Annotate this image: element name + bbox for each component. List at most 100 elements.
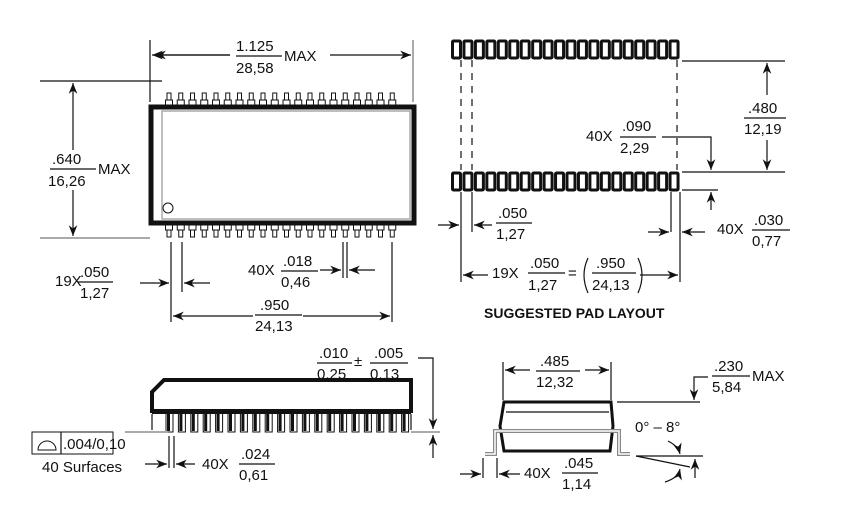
pad: [542, 39, 554, 60]
width-in: .640: [52, 151, 81, 168]
pad: [519, 171, 531, 192]
pad: [588, 39, 600, 60]
standoff-mm: 0,25: [317, 366, 346, 383]
pad-span-mm: 1,27: [528, 277, 557, 294]
pad: [576, 171, 588, 192]
pad: [622, 171, 634, 192]
width-suffix: MAX: [98, 161, 131, 178]
span-mm: 24,13: [255, 318, 293, 335]
width-mm: 16,26: [48, 173, 86, 190]
pitch-in: .050: [80, 264, 109, 281]
pad: [634, 39, 646, 60]
foot-count: 40X: [524, 465, 551, 482]
span-in: .950: [260, 297, 289, 314]
pad-layout-title: SUGGESTED PAD LAYOUT: [484, 305, 665, 321]
lead-width-in: .018: [283, 253, 312, 270]
pad: [611, 171, 623, 192]
pad-span-total-mm: 24,13: [592, 277, 630, 294]
pad-span-equals: =: [568, 265, 577, 282]
coplanarity-frame: [31, 431, 114, 455]
lead: [317, 222, 326, 238]
pad-span-total-in: .950: [596, 255, 625, 272]
pad-width-mm: 0,77: [752, 233, 781, 250]
length-in: 1.125: [236, 38, 274, 55]
pad: [531, 39, 543, 60]
side-lead-width-mm: 0,61: [239, 467, 268, 484]
pad: [473, 39, 485, 60]
pitch-mm: 1,27: [80, 285, 109, 302]
lead: [341, 92, 350, 108]
pad: [599, 39, 611, 60]
pad: [462, 39, 474, 60]
foot-in: .045: [564, 455, 593, 472]
length-mm: 28,58: [236, 60, 274, 77]
pad: [645, 171, 657, 192]
pad-length-in: .090: [622, 118, 651, 135]
pad-pitch-mm: 1,27: [496, 226, 525, 243]
pad-length-count: 40X: [586, 128, 613, 145]
profile-surface-icon: [37, 440, 57, 451]
foot-angle: 0° – 8°: [635, 419, 680, 436]
pad: [576, 39, 588, 60]
lead-width-count: 40X: [248, 262, 275, 279]
pad-width-count: 40X: [717, 221, 744, 238]
pitch-count: 19X: [55, 273, 82, 290]
pad-span-count: 19X: [492, 265, 519, 282]
standoff-plus-minus: ±: [354, 353, 362, 370]
pad-pitch-in: .050: [498, 205, 527, 222]
pad: [565, 39, 577, 60]
pad-length-mm: 2,29: [620, 140, 649, 157]
pad: [451, 39, 462, 60]
pad: [531, 171, 543, 192]
end-view: .485 12,32 .230 5,84 MAX 0° – 8° 40X .04…: [460, 353, 785, 493]
pad: [554, 171, 566, 192]
pad: [542, 171, 554, 192]
lead: [341, 222, 350, 238]
pad: [462, 171, 474, 192]
pad-layout: .480 12,19 40X .090 2,29 .050 1,27 40X .…: [438, 39, 790, 321]
pad: [519, 39, 531, 60]
top-view: 1.125 28,58 MAX .640 16,26 MAX 19X .050 …: [40, 38, 417, 335]
pad: [657, 171, 669, 192]
pad: [485, 171, 497, 192]
pad: [496, 171, 508, 192]
row-spacing-in: .480: [748, 100, 777, 117]
pad: [496, 39, 508, 60]
standoff-in: .010: [319, 345, 348, 362]
pad: [611, 39, 623, 60]
side-lead-width-count: 40X: [202, 456, 229, 473]
lead: [388, 222, 397, 238]
pad: [622, 39, 634, 60]
top-leads: [165, 92, 397, 108]
foot-mm: 1,14: [562, 476, 591, 493]
pad: [485, 39, 497, 60]
pad: [588, 171, 600, 192]
side-view: .010 0,25 ± .005 0,13 .004/0,10 40 Surfa…: [31, 345, 440, 484]
side-lead-width-in: .024: [241, 446, 270, 463]
package-body: [148, 104, 417, 226]
pad: [645, 39, 657, 60]
pad: [554, 39, 566, 60]
height-suffix: MAX: [752, 368, 785, 385]
standoff-tol-mm: 0,13: [370, 366, 399, 383]
length-suffix: MAX: [284, 48, 317, 65]
pad-row-top: [451, 39, 680, 60]
pad: [473, 171, 485, 192]
pad: [599, 171, 611, 192]
pad: [508, 171, 520, 192]
pad-span-in: .050: [530, 255, 559, 272]
pad: [657, 39, 669, 60]
height-in: .230: [714, 358, 743, 375]
pin1-marker: [162, 202, 174, 214]
pad: [668, 39, 680, 60]
pad-row-bottom: [451, 171, 680, 192]
body-width-mm: 12,32: [536, 374, 574, 391]
pad: [565, 171, 577, 192]
coplanarity-note: 40 Surfaces: [42, 459, 122, 476]
pad: [451, 171, 462, 192]
standoff-tol-in: .005: [374, 345, 403, 362]
body-width-in: .485: [540, 353, 569, 370]
pad-width-in: .030: [754, 212, 783, 229]
lead: [306, 222, 314, 238]
